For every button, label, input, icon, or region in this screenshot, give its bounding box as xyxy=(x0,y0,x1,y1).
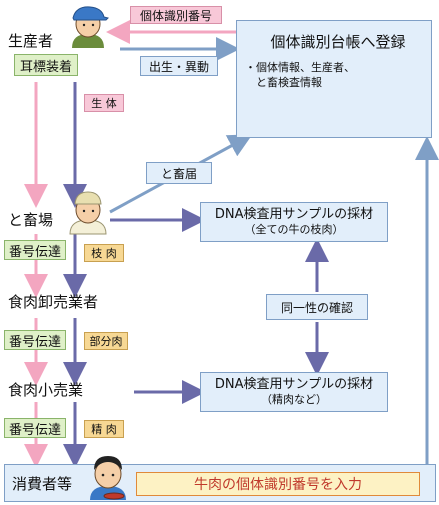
registry-box: 個体識別台帳へ登録 ・個体情報、生産者、 と畜検査情報 xyxy=(236,20,432,138)
farmer-icon xyxy=(72,6,109,48)
retailer-label: 食肉小売業 xyxy=(8,381,84,399)
dna-sample-box-2: DNA検査用サンプルの採材 （精肉など） xyxy=(200,372,388,412)
dna1-title: DNA検査用サンプルの採材 xyxy=(214,207,374,222)
producer-label: 生産者 xyxy=(8,32,54,50)
id-number-tag: 個体識別番号 xyxy=(130,6,222,24)
dna2-title: DNA検査用サンプルの採材 xyxy=(214,377,374,392)
carcass-tag: 枝 肉 xyxy=(84,244,124,262)
number-relay-label-1: 番号伝達 xyxy=(4,240,66,260)
number-relay-label-3: 番号伝達 xyxy=(4,418,66,438)
dna1-sub: （全ての牛の枝肉） xyxy=(244,223,344,236)
registry-line-2: と畜検査情報 xyxy=(256,76,322,89)
consumer-label: 消費者等 xyxy=(12,475,73,493)
slaughterhouse-label: と畜場 xyxy=(8,211,54,229)
registry-line-1: ・個体情報、生産者、 xyxy=(245,61,355,74)
dna2-sub: （精肉など） xyxy=(261,393,327,406)
inspector-icon xyxy=(69,191,107,235)
dna-sample-box-1: DNA検査用サンプルの採材 （全ての牛の枝肉） xyxy=(200,202,388,242)
ear-tag-label: 耳標装着 xyxy=(14,54,78,76)
registry-title: 個体識別台帳へ登録 xyxy=(270,33,406,51)
slaughter-notice-tag: と畜届 xyxy=(146,162,212,184)
consumer-icon xyxy=(90,456,126,500)
id-number-input-field[interactable]: 牛肉の個体識別番号を入力 xyxy=(136,472,420,496)
live-cattle-tag: 生 体 xyxy=(84,94,124,112)
number-relay-label-2: 番号伝達 xyxy=(4,330,66,350)
birth-transfer-tag: 出生・異動 xyxy=(140,56,218,76)
fine-meat-tag: 精 肉 xyxy=(84,420,124,438)
partial-cut-tag: 部分肉 xyxy=(84,332,128,350)
identity-check-tag: 同一性の確認 xyxy=(266,294,368,320)
wholesaler-label: 食肉卸売業者 xyxy=(8,293,99,311)
